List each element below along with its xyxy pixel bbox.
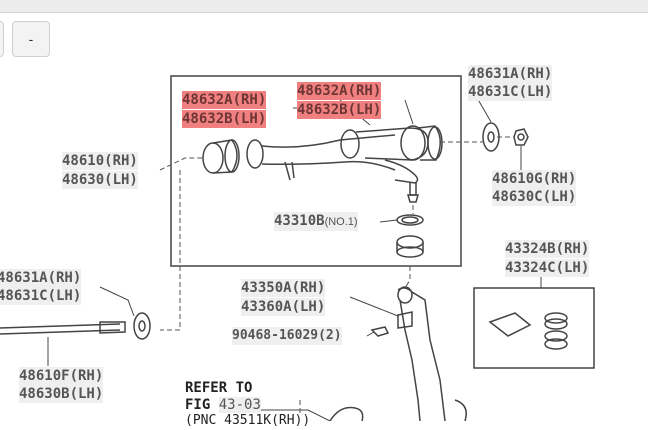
label-48630-lh[interactable]: 48630(LH): [62, 171, 138, 189]
dust-boot-43310b: [396, 214, 424, 258]
parts-diagram: [0, 75, 595, 421]
steering-knuckle: [397, 286, 467, 421]
label-43324c-lh[interactable]: 43324C(LH): [505, 259, 590, 277]
label-48631a-rh-top[interactable]: 48631A(RH): [468, 65, 553, 83]
nut-48610g: [513, 128, 529, 146]
label-48632a-rh-left[interactable]: 48632A(RH): [182, 91, 267, 109]
label-48632b-lh-left[interactable]: 48632B(LH): [182, 110, 267, 128]
long-bolt-48610f: [0, 312, 151, 340]
lower-arm-partial: [329, 406, 364, 421]
upper-control-arm: [246, 125, 443, 203]
label-48610g-rh[interactable]: 48610G(RH): [492, 170, 577, 188]
bushing-kit-parts: [488, 312, 568, 350]
clip-90468: [370, 326, 390, 337]
label-43350a-rh[interactable]: 43350A(RH): [241, 279, 326, 297]
fig-text: FIG 43-03: [185, 396, 261, 414]
label-48631c-lh-top[interactable]: 48631C(LH): [468, 83, 553, 101]
upper-arm-detail-box: [170, 75, 462, 267]
zoom-out-button[interactable]: -: [12, 21, 50, 57]
washer-48631: [482, 122, 500, 152]
label-48630b-lh[interactable]: 48630B(LH): [19, 385, 104, 403]
label-43310b-suffix: (NO.1): [324, 216, 358, 228]
bushing-kit-box: [473, 287, 595, 369]
label-48631a-rh-left[interactable]: 48631A(RH): [0, 269, 82, 287]
label-48630c-lh[interactable]: 48630C(LH): [492, 188, 577, 206]
label-43360a-lh[interactable]: 43360A(LH): [241, 298, 326, 316]
label-43324b-rh[interactable]: 43324B(RH): [505, 240, 590, 258]
label-48631c-lh-left[interactable]: 48631C(LH): [0, 287, 82, 305]
top-toolbar: [0, 0, 648, 13]
fig-prefix: FIG: [185, 397, 211, 413]
refer-to-text: REFER TO: [185, 380, 253, 396]
label-48632a-rh-right[interactable]: 48632A(RH): [297, 82, 382, 100]
label-43310b-code: 43310B: [274, 213, 325, 229]
label-48610-rh[interactable]: 48610(RH): [62, 152, 138, 170]
label-43310b[interactable]: 43310B(NO.1): [274, 212, 358, 231]
front-bushing-left: [202, 139, 240, 174]
fig-link[interactable]: 43-03: [218, 397, 261, 413]
label-48632b-lh-right[interactable]: 48632B(LH): [297, 101, 382, 119]
pnc-reference-partial: (PNC 43511K(RH)): [185, 413, 311, 428]
label-90468-16029[interactable]: 90468-16029(2): [232, 327, 342, 345]
label-48610f-rh[interactable]: 48610F(RH): [19, 367, 104, 385]
